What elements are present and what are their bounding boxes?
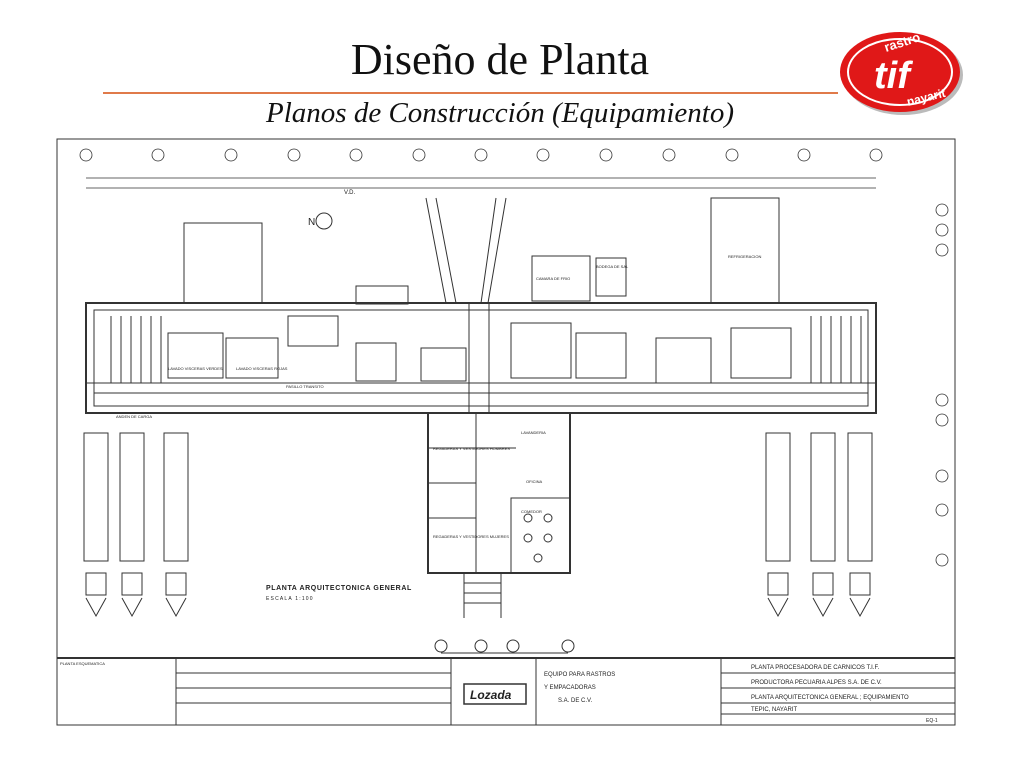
project-line-1: PLANTA PROCESADORA DE CARNICOS T.I.F. <box>751 665 879 671</box>
main-building <box>85 197 877 414</box>
rastro-tif-logo: rastro tif nayarit <box>840 30 963 115</box>
blueprint-border <box>56 138 956 726</box>
room-label-2: LAVADO VISCERAS VERDES <box>168 366 223 371</box>
title-block-header: PLANTA ESQUEMATICA <box>60 661 105 666</box>
sheet-number: EQ-1 <box>926 718 938 724</box>
company-line-1: EQUIPO PARA RASTROS <box>544 672 615 678</box>
north-arrow-icon <box>315 212 333 230</box>
room-label-10: CAMARA DE FRIO <box>536 276 570 281</box>
title-block <box>57 657 955 725</box>
company-line-2: Y EMPACADORAS <box>544 685 596 691</box>
page-subtitle: Planos de Construcción (Equipamiento) <box>266 97 734 129</box>
plan-scale: ESCALA 1:100 <box>266 596 314 602</box>
page-title: Diseño de Planta <box>350 35 650 84</box>
company-line-3: S.A. DE C.V. <box>558 698 592 704</box>
right-stall-area <box>810 316 862 383</box>
floor-plan-blueprint: N V.D. LAVADO VISCERAS ROJAS LAVADO VISC… <box>56 138 956 726</box>
room-label-4: ANDEN DE CARGA <box>116 414 152 419</box>
left-stall-area <box>110 316 162 383</box>
room-label-7: REGADERAS Y VESTIDORES MUJERES <box>433 534 509 539</box>
room-label-1: LAVADO VISCERAS ROJAS <box>236 366 288 371</box>
logo-outer-ring <box>840 32 960 112</box>
right-loading-trucks <box>765 432 873 618</box>
left-loading-trucks <box>83 432 189 618</box>
bottom-axis-markers <box>434 639 575 654</box>
logo-inner-ring <box>847 38 953 106</box>
project-line-3: PLANTA ARQUITECTONICA GENERAL ; EQUIPAMI… <box>751 695 909 701</box>
room-label-8: OFICINA <box>526 479 543 484</box>
room-label-9: COMEDOR <box>521 509 542 514</box>
room-label-11: BODEGA DE SAL <box>596 264 629 269</box>
north-label: N <box>308 217 315 228</box>
room-label-5: LAVANDERIA <box>521 430 546 435</box>
room-label-3: PASILLO TRANSITO <box>286 384 324 389</box>
grid-axis-markers <box>79 148 949 567</box>
room-label-12: REFRIGERACION <box>728 254 761 259</box>
room-label-6: REGADERAS Y VESTIDORES HOMBRES <box>433 446 510 451</box>
logo-mid-text: tif <box>874 55 913 97</box>
project-line-4: TEPIC, NAYARIT <box>751 707 797 713</box>
brand-lozada: Lozada <box>470 688 512 702</box>
interior-rooms <box>167 303 792 413</box>
plan-title: PLANTA ARQUITECTONICA GENERAL <box>266 585 412 592</box>
title-divider <box>103 92 838 94</box>
orientation-label: V.D. <box>344 190 355 196</box>
project-line-2: PRODUCTORA PECUARIA ALPES S.A. DE C.V. <box>751 680 882 686</box>
central-wing <box>427 412 571 618</box>
